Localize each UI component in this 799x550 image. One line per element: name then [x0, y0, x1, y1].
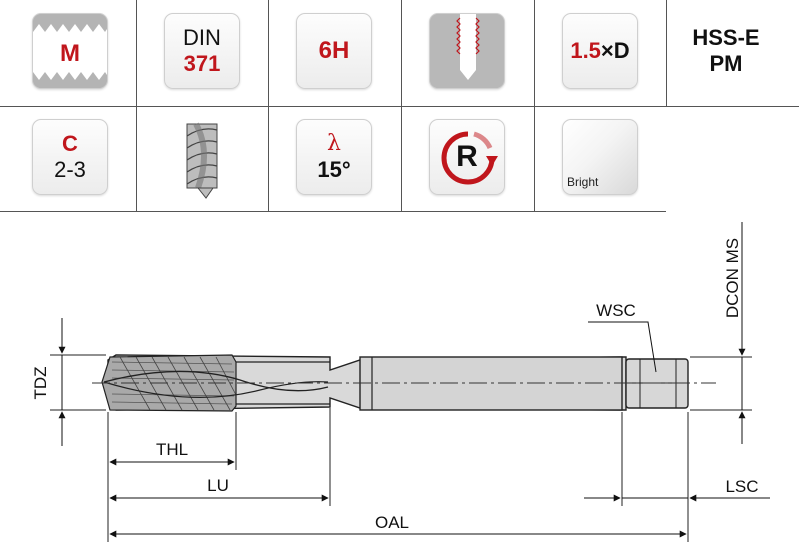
material-cell: HSS-E PM	[666, 0, 798, 105]
flute-cell	[136, 106, 268, 211]
standard-line2: 371	[183, 51, 221, 76]
thread-cell: M	[4, 0, 136, 105]
lu-label: LU	[207, 476, 229, 495]
lu-dimension: LU	[109, 476, 329, 502]
thl-label: THL	[156, 440, 188, 459]
depth-tile: 1.5×D	[562, 13, 638, 89]
helix-cell: λ 15°	[268, 106, 400, 211]
lsc-dimension: LSC	[584, 477, 770, 502]
standard-tile: DIN 371	[164, 13, 240, 89]
wsc-leader: WSC	[588, 301, 657, 373]
thread-label: M	[60, 40, 80, 67]
blind-hole-drawing	[430, 14, 504, 88]
tolerance-cell: 6H	[268, 0, 400, 105]
spiral-flute-icon	[186, 122, 218, 199]
helix-tile: λ 15°	[296, 119, 372, 195]
depth-cell: 1.5×D	[534, 0, 666, 105]
tolerance-label: 6H	[319, 37, 350, 65]
chamfer-line2: 2-3	[54, 157, 86, 182]
tap-drawing: TDZ THL LU OAL LSC WSC DCON MS	[31, 222, 770, 542]
right-hand-rotation-icon: R	[429, 119, 505, 195]
oal-dimension: OAL	[109, 513, 687, 538]
helix-symbol: λ	[327, 131, 341, 156]
helix-value: 15°	[317, 157, 351, 182]
oal-label: OAL	[375, 513, 409, 532]
tap-body	[92, 354, 716, 412]
material-line2: PM	[709, 51, 743, 76]
depth-label: 1.5×D	[570, 38, 629, 64]
chamfer-tile: C 2-3	[32, 119, 108, 195]
depth-value: 1.5	[570, 38, 601, 63]
coating-cell: Bright	[534, 106, 666, 211]
chamfer-cell: C 2-3	[4, 106, 136, 211]
tdz-label: TDZ	[31, 366, 50, 399]
icon-grid: M DIN 371 6H 1.5×D	[0, 0, 799, 212]
rotation-cell: R	[401, 106, 533, 211]
material-line1: HSS-E	[692, 25, 760, 50]
thread-teeth-icon	[33, 14, 107, 88]
dcon-label: DCON MS	[723, 238, 742, 318]
hole-type-cell	[401, 0, 533, 105]
tdz-dimension: TDZ	[31, 318, 66, 446]
tolerance-tile: 6H	[296, 13, 372, 89]
depth-suffix: ×D	[600, 38, 630, 63]
blind-hole-thread-icon	[429, 13, 505, 89]
thl-dimension: THL	[109, 440, 235, 466]
rotation-label: R	[456, 140, 478, 173]
material-tile: HSS-E PM	[688, 13, 764, 89]
thread-profile-icon: M	[32, 13, 108, 89]
grid-divider	[666, 0, 667, 106]
lsc-label: LSC	[725, 477, 758, 496]
standard-line1: DIN	[183, 25, 221, 50]
coating-tile: Bright	[562, 119, 638, 195]
grid-divider	[0, 106, 799, 107]
dcon-dimension: DCON MS	[723, 222, 746, 444]
grid-divider	[0, 211, 666, 212]
extension-lines	[50, 354, 752, 542]
tolerance-label-text: 6H	[318, 37, 350, 64]
coating-label: Bright	[567, 175, 599, 189]
rotation-arrow-icon	[441, 131, 498, 185]
chamfer-line1: C	[62, 131, 78, 156]
standard-cell: DIN 371	[136, 0, 268, 105]
wsc-label: WSC	[596, 301, 636, 320]
